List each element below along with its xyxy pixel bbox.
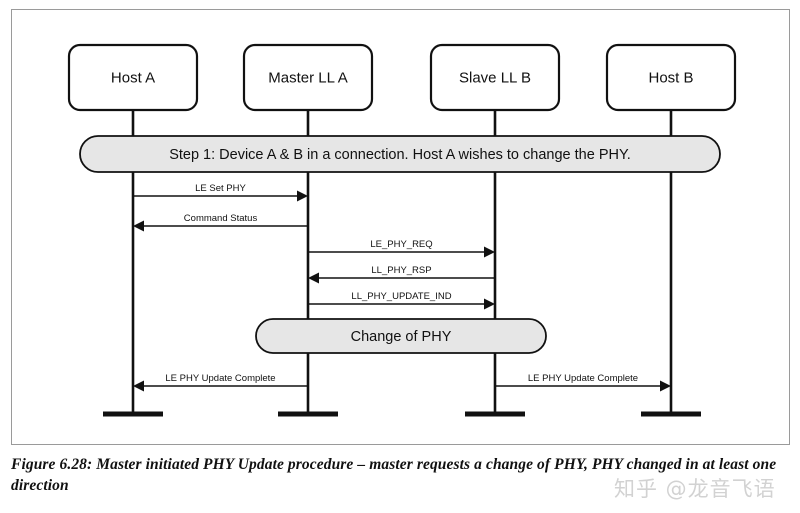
participant-slave-ll: Slave LL B <box>429 43 561 112</box>
message-arrowhead-le-phy-req <box>484 246 495 258</box>
participant-host-a: Host A <box>67 43 199 112</box>
message-label-ll-phy-update-ind: LL_PHY_UPDATE_IND <box>351 291 451 302</box>
participant-box-host-b <box>605 43 737 112</box>
message-le-phy-req: LE_PHY_REQ <box>308 239 495 258</box>
banner-shape-change-of-phy <box>255 318 547 354</box>
banner-label-step-1: Step 1: Device A & B in a connection. Ho… <box>169 147 631 163</box>
participant-boxes: Host A Master LL A Slave LL B Host B <box>67 43 737 112</box>
message-arrowhead-ll-phy-rsp <box>308 272 319 284</box>
participant-box-master-ll <box>242 43 374 112</box>
banner-label-change-of-phy: Change of PHY <box>351 329 452 345</box>
participant-label-host-a: Host A <box>111 69 155 86</box>
participant-label-host-b: Host B <box>648 69 693 86</box>
message-label-le-set-phy: LE Set PHY <box>195 183 246 194</box>
banners-group: Step 1: Device A & B in a connection. Ho… <box>79 135 721 354</box>
message-le-phy-update-complete-a: LE PHY Update Complete <box>133 373 308 392</box>
message-ll-phy-rsp: LL_PHY_RSP <box>308 265 495 284</box>
participant-master-ll: Master LL A <box>242 43 374 112</box>
message-ll-phy-update-ind: LL_PHY_UPDATE_IND <box>308 291 495 310</box>
figure-caption: Figure 6.28: Master initiated PHY Update… <box>11 456 777 494</box>
message-command-status: Command Status <box>133 213 308 232</box>
banner-shape-step-1 <box>79 135 721 173</box>
message-arrowhead-le-phy-update-complete-a <box>133 380 144 392</box>
message-label-command-status: Command Status <box>184 213 258 224</box>
message-le-phy-update-complete-b: LE PHY Update Complete <box>495 373 671 392</box>
banner-step-1: Step 1: Device A & B in a connection. Ho… <box>79 135 721 173</box>
message-label-le-phy-update-complete-b: LE PHY Update Complete <box>528 373 638 384</box>
participant-host-b: Host B <box>605 43 737 112</box>
message-arrowhead-ll-phy-update-ind <box>484 298 495 310</box>
message-arrowhead-le-set-phy <box>297 190 308 202</box>
participant-box-slave-ll <box>429 43 561 112</box>
participant-label-master-ll: Master LL A <box>268 69 347 86</box>
banner-change-of-phy: Change of PHY <box>255 318 547 354</box>
message-label-ll-phy-rsp: LL_PHY_RSP <box>371 265 431 276</box>
message-le-set-phy: LE Set PHY <box>133 183 308 202</box>
message-label-le-phy-update-complete-a: LE PHY Update Complete <box>165 373 275 384</box>
message-arrowhead-le-phy-update-complete-b <box>660 380 671 392</box>
participant-label-slave-ll: Slave LL B <box>459 69 531 86</box>
message-label-le-phy-req: LE_PHY_REQ <box>370 239 432 250</box>
participant-box-host-a <box>67 43 199 112</box>
message-arrowhead-command-status <box>133 220 144 232</box>
